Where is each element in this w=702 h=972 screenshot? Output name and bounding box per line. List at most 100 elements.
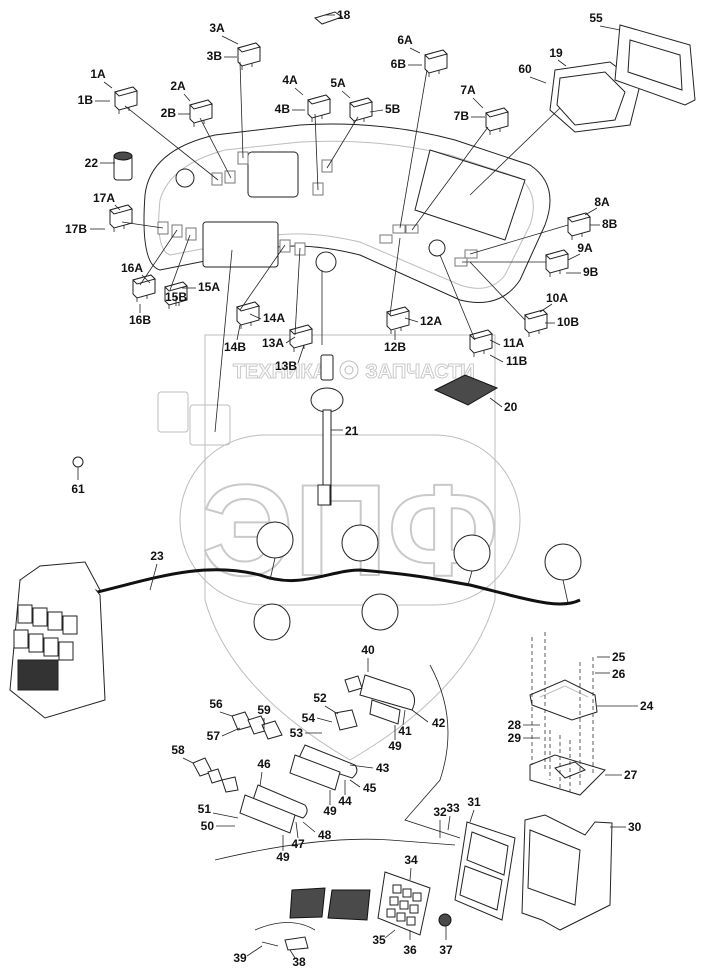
part-24-control-box[interactable] [529,679,598,721]
rocker-switch-2[interactable] [189,99,213,127]
part-18-cover[interactable] [313,11,344,25]
part-58-switch-group[interactable] [192,757,239,793]
callout-12b[interactable]: 12B [384,330,406,354]
part-40-rail[interactable] [359,674,416,725]
callout-47[interactable]: 47 [291,821,305,851]
callout-23[interactable]: 23 [149,549,164,591]
callout-53[interactable]: 53 [290,726,322,740]
callout-45[interactable]: 45 [349,779,377,795]
rocker-switch-14[interactable] [236,301,260,329]
callout-10b[interactable]: 10B [545,315,579,329]
callout-36[interactable]: 36 [403,930,417,957]
part-27-base-plate[interactable] [529,754,606,796]
callout-13a[interactable]: 13A [262,336,296,350]
callout-3b[interactable]: 3B [207,49,237,63]
part-21-key-switch[interactable] [310,354,344,506]
part-55-bezel[interactable] [614,24,696,106]
callout-5b[interactable]: 5B [369,102,401,116]
callout-39[interactable]: 39 [233,945,263,965]
rocker-switch-17[interactable] [109,204,133,232]
callout-30[interactable]: 30 [610,820,642,834]
callout-27[interactable]: 27 [605,768,638,782]
callout-22[interactable]: 22 [85,156,115,170]
callout-6a[interactable]: 6A [397,33,421,54]
part-37-knob[interactable] [438,913,452,927]
callout-26[interactable]: 26 [595,667,626,681]
callout-13b[interactable]: 13B [275,344,305,373]
part-56-59-switch-group[interactable] [231,711,283,740]
callout-14b[interactable]: 14B [224,324,246,354]
callout-15a[interactable]: 15A [182,280,220,294]
callout-46[interactable]: 46 [257,757,271,787]
callout-34[interactable]: 34 [404,853,418,881]
callout-14a[interactable]: 14A [249,311,285,325]
callout-51[interactable]: 51 [198,802,239,819]
callout-4a[interactable]: 4A [282,73,304,96]
callout-2a[interactable]: 2A [170,79,191,102]
part-43-rail[interactable] [289,744,358,791]
callout-12a[interactable]: 12A [404,314,442,328]
callout-49b[interactable]: 49 [323,790,337,818]
callout-5a[interactable]: 5A [330,76,351,99]
callout-17a[interactable]: 17A [93,191,121,211]
callout-54[interactable]: 54 [302,711,333,725]
part-52-switch[interactable] [334,709,358,731]
callout-60[interactable]: 60 [518,62,539,81]
callout-11a[interactable]: 11A [489,336,525,350]
part-23-wiring-harness[interactable] [84,521,582,641]
callout-8a[interactable]: 8A [584,195,610,216]
callout-58[interactable]: 58 [171,743,194,764]
callout-29[interactable]: 29 [508,731,540,745]
callout-40[interactable]: 40 [361,643,375,672]
rocker-switch-6[interactable] [424,49,448,77]
part-61-plug[interactable] [72,456,84,468]
callout-7b[interactable]: 7B [454,109,485,123]
callout-16b[interactable]: 16B [129,304,151,327]
rocker-switch-1[interactable] [114,86,138,114]
callout-1b[interactable]: 1B [78,93,110,107]
callout-18[interactable]: 18 [325,8,351,22]
part-30-side-panel[interactable] [521,814,613,931]
callout-10a[interactable]: 10A [539,291,568,313]
callout-28[interactable]: 28 [508,718,540,732]
callout-50[interactable]: 50 [201,819,235,833]
callout-38[interactable]: 38 [289,949,306,969]
callout-56[interactable]: 56 [209,697,233,717]
rocker-switch-5[interactable] [349,97,373,125]
callout-42[interactable]: 42 [411,709,446,730]
callout-33[interactable]: 33 [446,801,460,831]
rocker-switch-3[interactable] [237,42,261,70]
callout-9b[interactable]: 9B [566,265,599,279]
rocker-switch-11[interactable] [469,329,493,357]
rocker-switch-10[interactable] [524,309,548,337]
callout-44[interactable]: 44 [338,780,352,808]
part-31-frame[interactable] [454,821,516,921]
callout-16a[interactable]: 16A [121,261,151,284]
part-38-39-clip[interactable] [254,922,316,951]
callout-59[interactable]: 59 [257,703,271,730]
rocker-switch-9[interactable] [545,249,569,277]
rocker-switch-12[interactable] [386,306,410,334]
rocker-switch-7[interactable] [485,107,509,135]
callout-21[interactable]: 21 [331,424,359,438]
part-46-rail[interactable] [239,784,308,834]
callout-19[interactable]: 19 [549,46,567,67]
callout-49a[interactable]: 49 [388,725,402,753]
part-34-switch-plate[interactable] [377,871,431,936]
callout-61[interactable]: 61 [71,467,85,496]
callout-31[interactable]: 31 [467,795,481,823]
part-20-grille[interactable] [433,374,499,406]
callout-15b[interactable]: 15B [165,290,187,306]
callout-20[interactable]: 20 [489,397,518,414]
callout-43[interactable]: 43 [349,761,390,775]
callout-57[interactable]: 57 [207,727,241,743]
rocker-switch-8[interactable] [567,212,591,240]
rocker-switch-4[interactable] [307,94,331,122]
callout-9a[interactable]: 9A [567,241,593,261]
callout-35[interactable]: 35 [372,929,396,947]
callout-48[interactable]: 48 [302,821,332,842]
part-22-socket[interactable] [113,151,133,181]
callout-49c[interactable]: 49 [276,835,290,864]
callout-6b[interactable]: 6B [391,57,422,71]
callout-3a[interactable]: 3A [209,21,239,45]
